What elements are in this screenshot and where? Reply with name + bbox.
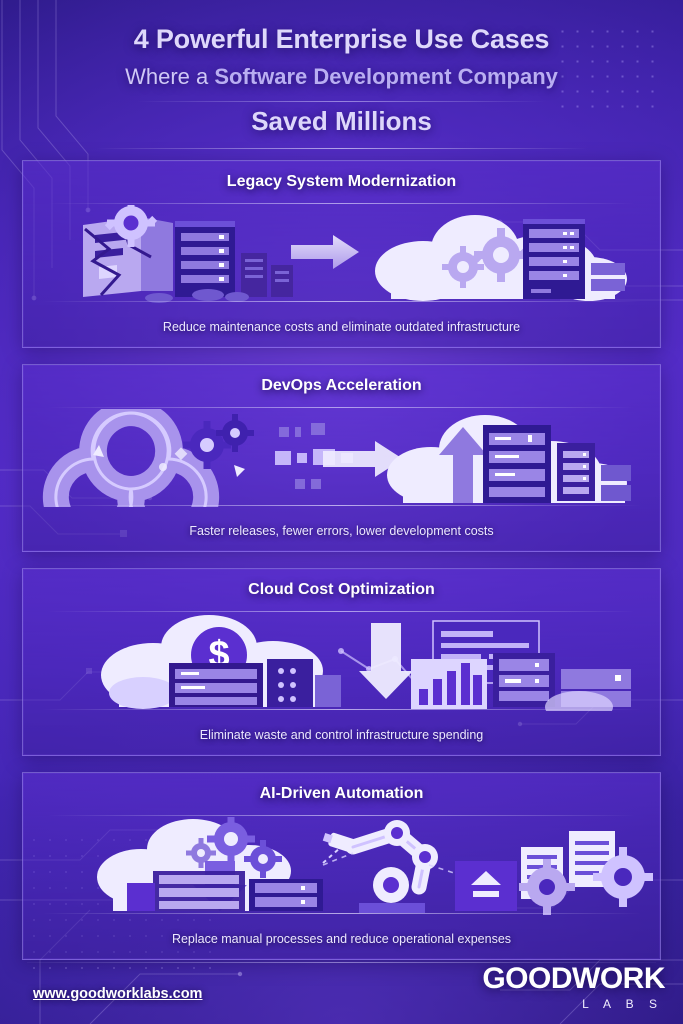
- headline-divider-bottom: [95, 148, 588, 149]
- poster-footer: www.goodworklabs.com GOODWORK L A B S: [0, 958, 683, 1024]
- website-url-link[interactable]: www.goodworklabs.com: [33, 986, 203, 1002]
- footer-divider: [27, 962, 656, 963]
- headline-divider-top: [136, 101, 547, 102]
- logo-wordmark: GOODWORK: [482, 962, 665, 995]
- card-caption: Eliminate waste and control infrastructu…: [199, 728, 484, 742]
- headline-line-1: 4 Powerful Enterprise Use Cases: [133, 24, 550, 54]
- poster-header: 4 Powerful Enterprise Use Cases Where a …: [0, 0, 683, 152]
- card-illustration-devops-infinity: [23, 409, 660, 507]
- use-case-card-legacy-system-modernization[interactable]: Legacy System Modernization: [22, 160, 661, 348]
- headline-line-3: Saved Millions: [251, 106, 432, 136]
- card-floor-line: [42, 505, 641, 506]
- card-illustration-legacy-to-cloud: [23, 205, 660, 303]
- card-title: DevOps Acceleration: [261, 377, 422, 394]
- headline-line-2-strong: Software Development Company: [214, 64, 558, 89]
- card-title: Cloud Cost Optimization: [248, 581, 435, 598]
- card-title: AI-Driven Automation: [259, 785, 424, 802]
- card-title: Legacy System Modernization: [226, 173, 457, 190]
- card-illustration-ai-automation: [23, 817, 660, 915]
- card-caption: Faster releases, fewer errors, lower dev…: [189, 524, 494, 538]
- use-case-card-devops-acceleration[interactable]: DevOps Acceleration: [22, 364, 661, 552]
- card-illustration-cloud-cost: $: [23, 613, 660, 711]
- card-divider: [48, 611, 635, 612]
- goodwork-labs-logo[interactable]: GOODWORK L A B S: [482, 962, 665, 1011]
- use-case-card-list: Legacy System Modernization: [22, 160, 661, 976]
- use-case-card-ai-driven-automation[interactable]: AI-Driven Automation: [22, 772, 661, 960]
- card-divider: [48, 815, 635, 816]
- card-floor-line: [42, 301, 641, 302]
- card-floor-line: [42, 709, 641, 710]
- card-floor-line: [42, 913, 641, 914]
- card-divider: [48, 407, 635, 408]
- headline-line-2: Where a Software Development Company: [0, 55, 683, 90]
- use-case-card-cloud-cost-optimization[interactable]: Cloud Cost Optimization: [22, 568, 661, 756]
- headline-line-2-prefix: Where a: [125, 64, 215, 89]
- logo-subtitle: L A B S: [582, 997, 663, 1011]
- card-caption: Replace manual processes and reduce oper…: [171, 932, 512, 946]
- card-divider: [48, 203, 635, 204]
- card-caption: Reduce maintenance costs and eliminate o…: [162, 320, 521, 334]
